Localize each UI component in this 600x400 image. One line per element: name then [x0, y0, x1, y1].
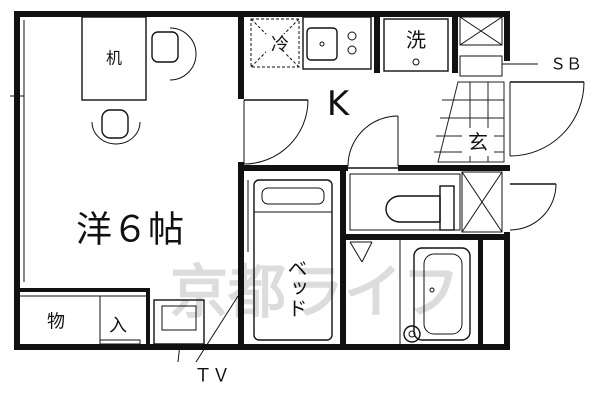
wall-bottom: [20, 344, 510, 350]
tv-cabinet: [153, 299, 205, 345]
bathtub: [413, 247, 471, 341]
bed-pillow: [261, 187, 325, 205]
tv-label: ＴＶ: [194, 366, 230, 387]
storage-label: 物: [47, 312, 65, 333]
wall-right-top: [504, 11, 510, 61]
toilet-bowl: [385, 195, 441, 223]
door-kitchen-west-swing: [243, 99, 309, 165]
wall-washer-left: [374, 11, 380, 73]
entrance-door-swing: [509, 81, 585, 157]
door-kitchen-south-swing: [347, 115, 399, 167]
pipe-shaft: [461, 171, 503, 233]
toilet-room: [349, 173, 461, 231]
stove-burner-2-icon: [347, 45, 357, 55]
tv-cabinet-inner: [161, 305, 197, 331]
pipe-shaft-x2: [461, 171, 503, 233]
chair-bottom-arc: [91, 121, 141, 145]
sink: [306, 27, 338, 61]
chair-bottom: [101, 109, 129, 139]
wall-kitchen-south-2: [398, 165, 510, 171]
wall-kitchen-south-1: [238, 165, 348, 171]
shoe-box: [459, 55, 503, 77]
wall-sb-left: [452, 11, 458, 73]
kitchen-counter: [302, 16, 372, 70]
washer-drain: [412, 58, 420, 66]
entrance-label: 玄: [468, 130, 488, 154]
tv-leader-2: [195, 295, 239, 363]
shoe-box-label: ＳＢ: [550, 55, 582, 74]
desk-label: 机: [106, 49, 122, 68]
bathtub-inner: [423, 253, 463, 335]
bathtub-drain: [429, 287, 435, 293]
kitchen-label: K: [327, 84, 351, 124]
wall-west-kitchen-bottom: [238, 162, 244, 350]
wall-left: [14, 11, 20, 350]
bed-label: ベッド: [284, 258, 308, 318]
bed: [253, 179, 333, 341]
tv-leader-1: [177, 343, 181, 363]
wall-storage-right: [146, 288, 150, 350]
wall-top: [14, 11, 510, 17]
washer-label: 洗: [406, 28, 426, 52]
refrigerator-label: 冷: [271, 35, 289, 56]
wall-bath-right: [478, 240, 483, 350]
bath-door-leaf-1: [349, 241, 363, 263]
refrigerator-label-bg: [266, 34, 286, 56]
wall-right-bottom: [504, 232, 510, 350]
western-room-label: 洋６帖: [76, 210, 184, 251]
refrigerator-x1: [250, 18, 300, 68]
chair-right: [151, 31, 179, 63]
upper-cabinet-x2: [459, 16, 503, 46]
entrance-label-bg: [462, 128, 494, 156]
wall-bed-right: [340, 165, 346, 350]
sink-basin-drain: [408, 330, 416, 338]
stove-burner-1-icon: [347, 31, 357, 41]
sink-basin: [403, 325, 421, 343]
wall-storage-top: [20, 288, 148, 292]
bath-door-leaf-2: [361, 241, 373, 263]
toilet-tank: [439, 185, 455, 231]
refrigerator: [250, 18, 300, 68]
closet-threshold: [99, 339, 141, 345]
washer: [383, 18, 449, 72]
refrigerator-x2: [250, 18, 300, 68]
wall-bath-top: [346, 234, 510, 240]
wall-west-kitchen-top: [238, 11, 244, 99]
desk: [81, 16, 147, 101]
upper-cabinet: [459, 16, 503, 46]
watermark-text: 京都ライフ: [170, 258, 460, 326]
toilet-door-swing: [509, 183, 557, 231]
walls: [14, 11, 510, 350]
chair-right-arc: [169, 27, 197, 81]
sink-drain: [319, 41, 325, 47]
closet-label: 入: [109, 316, 127, 337]
